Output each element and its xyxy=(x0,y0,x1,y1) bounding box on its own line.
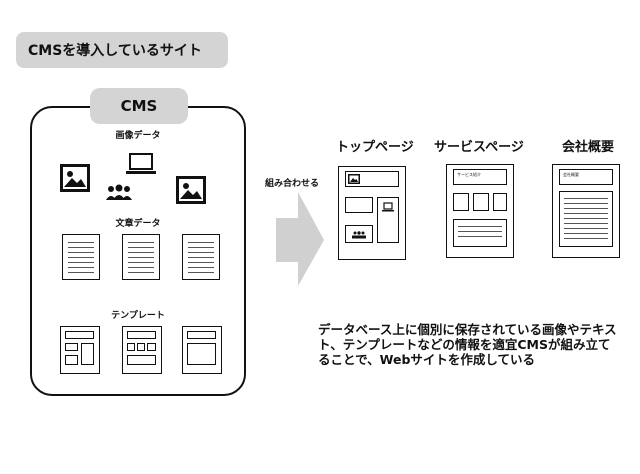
page-title: CMSを導入しているサイト xyxy=(16,32,228,68)
arrow-right-icon xyxy=(276,192,324,286)
company-page-header-text: 会社概要 xyxy=(563,172,579,177)
template-icon xyxy=(60,326,100,374)
image-icon xyxy=(348,174,360,184)
laptop-icon xyxy=(126,153,156,174)
text-document-icon xyxy=(62,234,100,280)
service-page-header-text: サービス紹介 xyxy=(457,172,481,177)
text-data-label: 文章データ xyxy=(115,219,161,229)
company-page-mockup: 会社概要 xyxy=(552,164,620,258)
template-label: テンプレート xyxy=(111,311,165,321)
cms-label: CMS xyxy=(90,88,188,124)
image-icon xyxy=(176,176,206,204)
template-icon xyxy=(122,326,162,374)
template-icon xyxy=(182,326,222,374)
top-page-mockup xyxy=(338,166,406,260)
combine-label: 組み合わせる xyxy=(264,179,319,189)
page-title-top: トップページ xyxy=(336,140,414,155)
users-icon xyxy=(352,231,366,239)
description-text: データベース上に個別に保存されている画像やテキスト、テンプレートなどの情報を適宜… xyxy=(318,322,617,367)
text-document-icon xyxy=(122,234,160,280)
laptop-icon xyxy=(382,202,394,212)
service-page-mockup: サービス紹介 xyxy=(446,164,514,258)
page-title-company: 会社概要 xyxy=(562,140,615,155)
image-icon xyxy=(60,164,90,192)
page-title-service: サービスページ xyxy=(434,140,524,155)
image-data-label: 画像データ xyxy=(115,131,161,141)
users-icon xyxy=(106,184,132,200)
text-document-icon xyxy=(182,234,220,280)
